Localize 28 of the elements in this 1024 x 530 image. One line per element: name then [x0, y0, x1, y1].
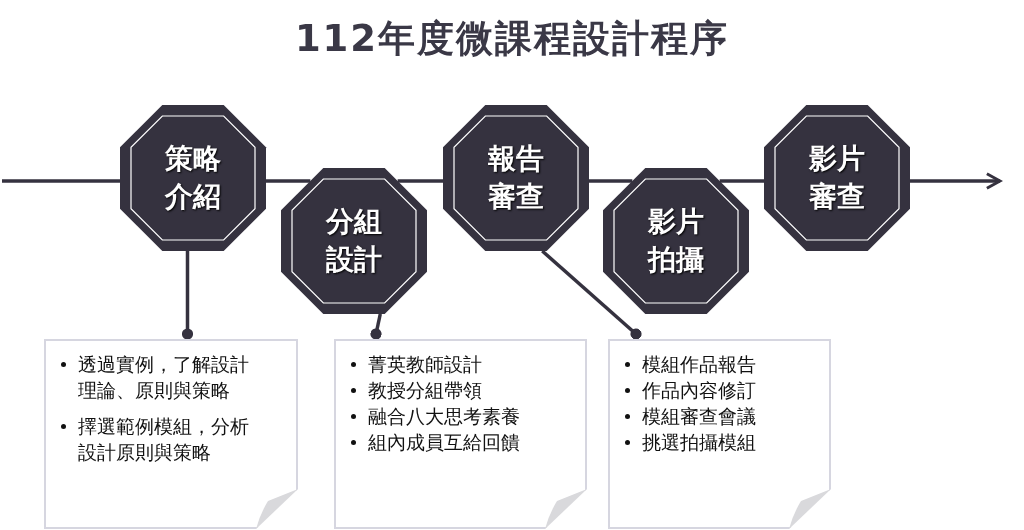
bullet-item: 挑選拍攝模組: [622, 429, 800, 455]
step-label: 影片審查: [808, 141, 866, 215]
note-card: [608, 339, 831, 529]
timeline-line: [266, 179, 311, 183]
note-card: [44, 339, 298, 529]
step-label: 報告審查: [487, 141, 545, 215]
timeline-line: [2, 179, 120, 183]
bullet-item: 透過實例，了解設計理論、原則與策略: [58, 351, 256, 403]
timeline-line: [719, 179, 764, 183]
leader-line: [181, 251, 194, 340]
step-label: 策略介紹: [163, 141, 222, 215]
timeline-line: [589, 179, 633, 183]
title: 112年度微課程設計程序: [294, 17, 730, 60]
timeline-line: [397, 179, 443, 183]
arrow: [910, 172, 1002, 190]
bullet-item: 菁英教師設計: [348, 351, 546, 377]
step-label: 分組設計: [325, 204, 383, 278]
bullet-item: 作品內容修訂: [622, 377, 800, 403]
bullet-item: 擇選範例模組，分析設計原則與策略: [58, 413, 256, 465]
note-card: [334, 339, 587, 529]
leader-line: [541, 249, 642, 340]
leader-line: [370, 313, 382, 340]
step-label: 影片拍攝: [646, 204, 705, 278]
bullet-item: 模組作品報告: [622, 351, 800, 377]
bullet-item: 融合八大思考素養: [348, 403, 546, 429]
bullet-item: 教授分組帶領: [348, 377, 546, 403]
bullet-item: 模組審查會議: [622, 403, 800, 429]
bullet-item: 組內成員互給回饋: [348, 429, 546, 455]
